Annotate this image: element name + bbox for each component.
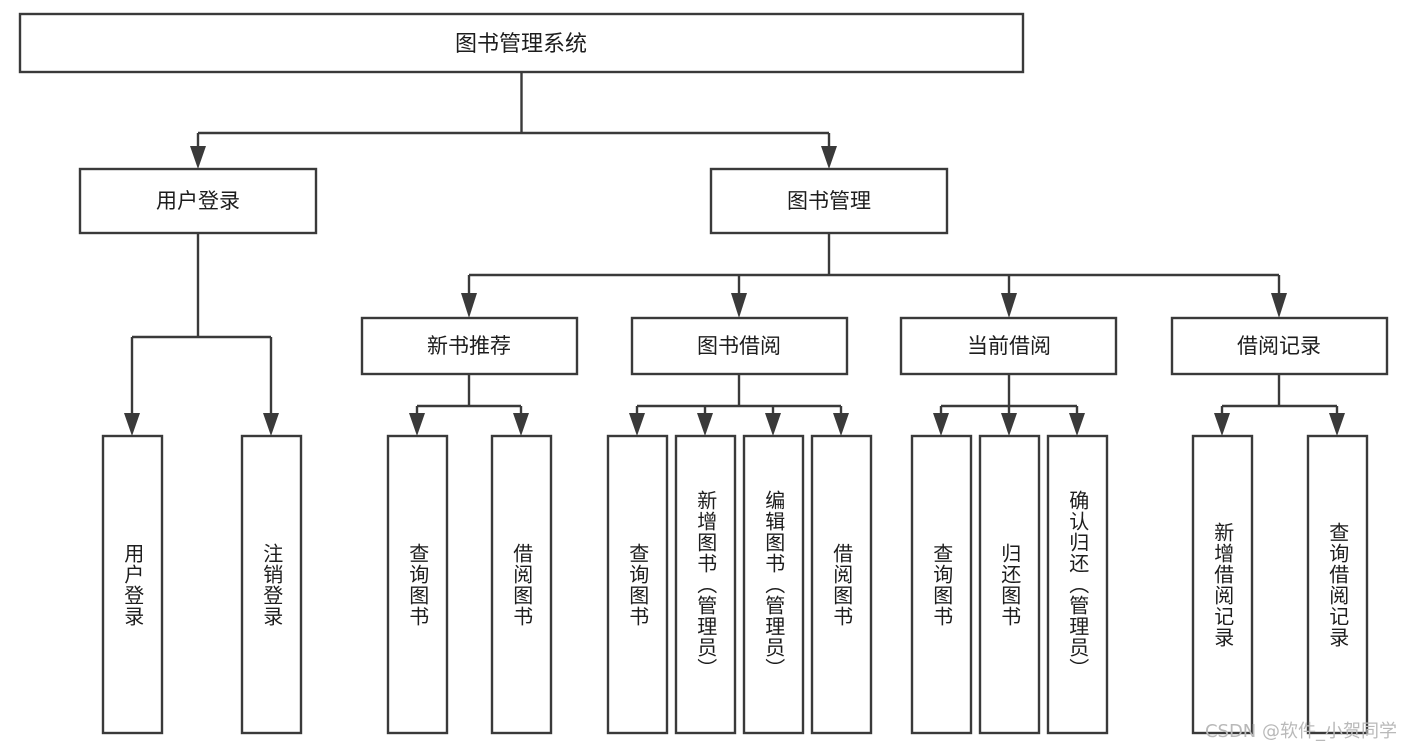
arrow-level3-2 (731, 293, 747, 318)
leaf-borrow-record-1-box[interactable] (1191, 434, 1254, 735)
node-user-login-label: 用户登录 (156, 189, 240, 213)
leaf-new-book-1-box[interactable] (386, 434, 449, 735)
leaf-user-login-2-box[interactable] (240, 434, 303, 735)
node-root-box[interactable] (18, 12, 1025, 74)
node-user-login-box[interactable] (78, 167, 318, 235)
node-current-borrow-box[interactable] (899, 316, 1118, 376)
arrow-level3-4 (1271, 293, 1287, 318)
node-root-label: 图书管理系统 (455, 32, 587, 57)
leaf-current-borrow-1-box[interactable] (910, 434, 973, 735)
node-borrow-record-label: 借阅记录 (1237, 334, 1321, 358)
arrow-level3-3 (1001, 293, 1017, 318)
leaf-new-book-2-box[interactable] (490, 434, 553, 735)
arrow-current-1 (933, 413, 949, 436)
node-new-book-recommend-label: 新书推荐 (427, 334, 511, 358)
node-book-manage-label: 图书管理 (787, 189, 871, 213)
leaf-current-borrow-3-box[interactable] (1046, 434, 1109, 735)
arrow-record-2 (1329, 413, 1345, 436)
leaf-book-borrow-1-box[interactable] (606, 434, 669, 735)
node-book-borrow-box[interactable] (630, 316, 849, 376)
leaf-user-login-1-box[interactable] (101, 434, 164, 735)
arrow-to-user-login (190, 146, 206, 169)
arrow-userlogin-child-1 (124, 413, 140, 436)
arrow-level3-1 (461, 293, 477, 318)
arrow-borrow-2 (697, 413, 713, 436)
leaf-book-borrow-4-box[interactable] (810, 434, 873, 735)
arrow-current-3 (1069, 413, 1085, 436)
arrow-borrow-1 (629, 413, 645, 436)
node-borrow-record-box[interactable] (1170, 316, 1389, 376)
arrow-record-1 (1214, 413, 1230, 436)
node-current-borrow-label: 当前借阅 (967, 334, 1051, 358)
leaf-current-borrow-2-box[interactable] (978, 434, 1041, 735)
node-group: 图书管理系统 用户登录 图书管理 新书推荐 图书借阅 当前借阅 借阅记录 (18, 12, 1389, 735)
arrow-borrow-3 (765, 413, 781, 436)
arrow-newbook-2 (513, 413, 529, 436)
leaf-borrow-record-2-box[interactable] (1306, 434, 1369, 735)
arrow-userlogin-child-2 (263, 413, 279, 436)
leaf-book-borrow-2-box[interactable] (674, 434, 737, 735)
arrow-to-book-manage (821, 146, 837, 169)
node-book-manage-box[interactable] (709, 167, 949, 235)
arrow-borrow-4 (833, 413, 849, 436)
leaf-book-borrow-3-box[interactable] (742, 434, 805, 735)
arrow-newbook-1 (409, 413, 425, 436)
connector-group (124, 72, 1345, 436)
arrow-current-2 (1001, 413, 1017, 436)
node-new-book-recommend-box[interactable] (360, 316, 579, 376)
node-book-borrow-label: 图书借阅 (697, 334, 781, 358)
